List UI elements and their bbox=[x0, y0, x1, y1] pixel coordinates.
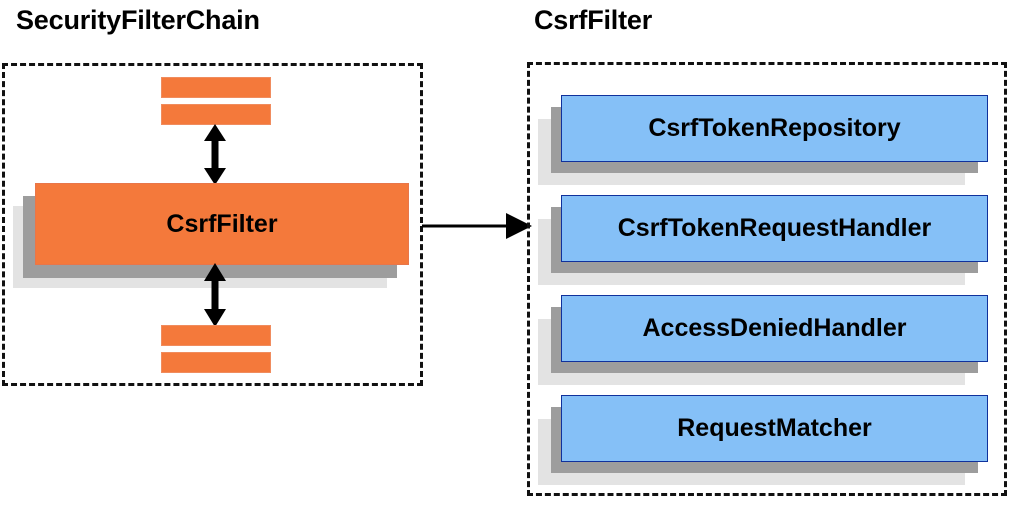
connector-arrow-icon bbox=[422, 213, 532, 239]
component-card-csrf-token-repository[interactable]: CsrfTokenRepository bbox=[538, 95, 989, 185]
card-label: CsrfFilter bbox=[166, 209, 278, 238]
bidirectional-arrow-top-icon bbox=[204, 124, 226, 185]
card-face: CsrfFilter bbox=[35, 183, 409, 265]
panel-title-security-filter-chain: SecurityFilterChain bbox=[16, 5, 260, 35]
card-label: AccessDeniedHandler bbox=[642, 314, 907, 342]
card-face: CsrfTokenRepository bbox=[561, 95, 988, 162]
card-label: CsrfTokenRequestHandler bbox=[617, 214, 932, 242]
security-filter-chain-container bbox=[2, 63, 423, 386]
filter-stub-bar-top-2 bbox=[161, 104, 271, 125]
panel-title-csrf-filter: CsrfFilter bbox=[534, 5, 653, 35]
csrf-filter-highlight-card[interactable]: CsrfFilter bbox=[13, 183, 409, 288]
card-face: CsrfTokenRequestHandler bbox=[561, 195, 988, 262]
csrf-filter-container bbox=[527, 62, 1007, 496]
bidirectional-arrow-bottom-icon bbox=[204, 263, 226, 327]
card-label: CsrfTokenRepository bbox=[648, 114, 901, 142]
card-face: RequestMatcher bbox=[561, 395, 988, 462]
filter-stub-bar-bottom-1 bbox=[161, 325, 271, 346]
component-card-request-matcher[interactable]: RequestMatcher bbox=[538, 395, 989, 485]
component-card-access-denied-handler[interactable]: AccessDeniedHandler bbox=[538, 295, 989, 385]
card-label: RequestMatcher bbox=[677, 414, 872, 442]
filter-stub-bar-top-1 bbox=[161, 77, 271, 98]
filter-stub-bar-bottom-2 bbox=[161, 352, 271, 373]
component-card-csrf-token-request-handler[interactable]: CsrfTokenRequestHandler bbox=[538, 195, 989, 285]
card-face: AccessDeniedHandler bbox=[561, 295, 988, 362]
